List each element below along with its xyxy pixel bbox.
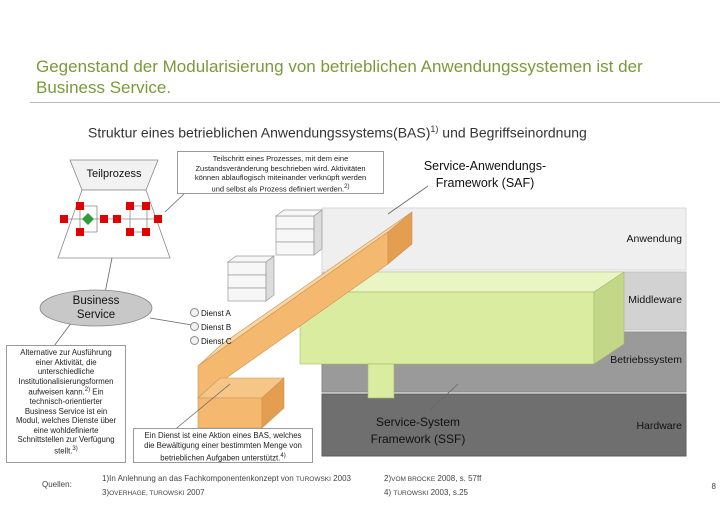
business-service-line-2: Service	[76, 309, 116, 321]
layer-label-middleware: Middleware	[628, 294, 682, 306]
service-stack-lower	[226, 255, 276, 302]
alternative-line-1: Alternative zur Ausführung	[20, 348, 112, 357]
dienst-callout-line-2: die Bewältigung einer bestimmten Menge v…	[144, 441, 302, 450]
business-service-ellipse	[39, 289, 153, 327]
alternative-line-9: eine wohldefinierte	[33, 425, 99, 435]
teilschritt-footnote: 2)	[344, 183, 350, 190]
reference-4-num: 4)	[384, 488, 394, 497]
dienst-b-icon	[190, 322, 199, 331]
dienst-callout-line-1: Ein Dienst ist eine Aktion eines BAS, we…	[144, 431, 302, 440]
ssf-label-line-1: Service-System	[375, 415, 461, 429]
dienst-c-icon	[190, 336, 199, 345]
saf-label: Service-Anwendungs- Framework (SAF)	[410, 158, 560, 192]
layer-label-anwendung: Anwendung	[626, 233, 682, 245]
dienst-a: Dienst A	[190, 307, 270, 320]
alternative-line-6: technisch-orientierter	[29, 397, 103, 407]
title-divider	[30, 102, 720, 103]
alternative-line-11: stellt.3)	[7, 445, 125, 456]
reference-1-year: 2003	[330, 474, 351, 483]
teilschritt-line-3: können ablauflogisch miteinander verknüp…	[194, 173, 367, 182]
dienst-callout-line-3-text: betrieblichen Aufgaben unterstützt.	[160, 453, 281, 463]
reference-2-num: 2)	[384, 474, 392, 483]
teilprozess-label: Teilprozess	[86, 168, 142, 180]
reference-3: 3)Overhage, Turowski 2007	[102, 488, 205, 497]
alternative-footnote-2: 3)	[72, 445, 78, 452]
teilschritt-line-2: Zustandsveränderung beschrieben wird. Ak…	[195, 163, 366, 173]
teilschritt-callout: Teilschritt eines Prozesses, mit dem ein…	[177, 151, 384, 194]
layer-hardware	[321, 393, 687, 457]
saf-label-line-2: Framework (SAF)	[435, 176, 535, 190]
service-stack-upper	[274, 209, 324, 256]
layer-label-hardware: Hardware	[636, 420, 682, 432]
alternative-line-5b: Ein	[92, 387, 104, 397]
dienst-c-label: Dienst C	[201, 337, 232, 346]
title-line-1: Gegenstand der Modularisierung von betri…	[36, 57, 643, 76]
dienst-b-label: Dienst B	[201, 323, 232, 332]
ssf-label-line-2: Framework (SSF)	[370, 432, 466, 446]
middleware-block	[299, 271, 625, 399]
alternative-line-8: Modul, welches Dienste über	[15, 416, 117, 426]
dienst-callout: Ein Dienst ist eine Aktion eines BAS, we…	[133, 428, 313, 463]
diagram-subtitle: Struktur eines betrieblichen Anwendungss…	[88, 124, 587, 141]
alternative-line-11-text: stellt.	[54, 446, 73, 456]
alternative-line-4: Institutionalisierungsformen	[18, 376, 114, 386]
dienst-footnote: 4)	[280, 453, 286, 459]
subtitle-text: Struktur eines betrieblichen Anwendungss…	[88, 124, 431, 141]
connector-lines	[53, 185, 459, 433]
reference-1-prefix: 1)In Anlehnung an das Fachkomponentenkon…	[102, 474, 296, 483]
dienst-b: Dienst B	[190, 321, 270, 334]
alternative-line-3: unterschiedliche	[37, 367, 95, 376]
layer-label-betriebssystem: Betriebssystem	[610, 354, 682, 366]
reference-2-tail: 2008, s. 57ff	[435, 474, 482, 483]
reference-3-num: 3)	[102, 488, 110, 497]
alternative-line-7: Business Service ist ein	[24, 406, 108, 416]
title-line-2: Business Service.	[36, 78, 172, 97]
reference-4-name: Turowski	[393, 490, 429, 497]
subtitle-footnote: 1)	[430, 124, 439, 134]
page-number: 8	[711, 482, 716, 491]
reference-4: 4) Turowski 2003, s.25	[384, 488, 468, 497]
slide-title: Gegenstand der Modularisierung von betri…	[36, 56, 716, 98]
reference-2: 2)Vom Brocke 2008, s. 57ff	[384, 474, 481, 483]
business-service-label: Business Service	[46, 294, 146, 322]
alternative-line-10: Schnittstellen zur Verfügung	[17, 435, 115, 445]
reference-1: 1)In Anlehnung an das Fachkomponentenkon…	[102, 474, 351, 483]
alternative-callout: Alternative zur Ausführung einer Aktivit…	[6, 345, 126, 463]
process-activities	[60, 202, 162, 236]
teilschritt-line-4-text: und selbst als Prozess definiert werden.	[211, 184, 345, 193]
dienst-a-label: Dienst A	[201, 309, 231, 318]
reference-3-name: Overhage, Turowski	[109, 490, 185, 497]
process-gateway	[82, 213, 94, 225]
ssf-label: Service-System Framework (SSF)	[358, 414, 478, 448]
saf-label-line-1: Service-Anwendungs-	[423, 159, 547, 173]
reference-2-name: Vom Brocke	[391, 476, 436, 483]
teilschritt-line-4: und selbst als Prozess definiert werden.…	[178, 183, 383, 194]
business-service-line-1: Business	[72, 295, 120, 307]
dienst-a-icon	[190, 308, 199, 317]
alternative-line-5: aufweisen kann.2) Ein	[7, 386, 125, 397]
alternative-line-2: einer Aktivität, die	[35, 357, 97, 367]
reference-3-year: 2007	[184, 488, 205, 497]
alternative-line-5a: aufweisen kann.	[28, 387, 85, 397]
subtitle-tail: und Begriffseinordnung	[438, 124, 587, 141]
alternative-footnote-1: 2)	[84, 387, 91, 393]
reference-4-tail: 2003, s.25	[428, 488, 468, 497]
dienst-callout-line-3: betrieblichen Aufgaben unterstützt.4)	[134, 451, 312, 464]
quellen-label: Quellen:	[42, 480, 72, 489]
dienst-c: Dienst C	[190, 335, 270, 348]
teilschritt-line-1: Teilschritt eines Prozesses, mit dem ein…	[212, 154, 349, 163]
reference-1-name: Turowski	[295, 476, 331, 483]
